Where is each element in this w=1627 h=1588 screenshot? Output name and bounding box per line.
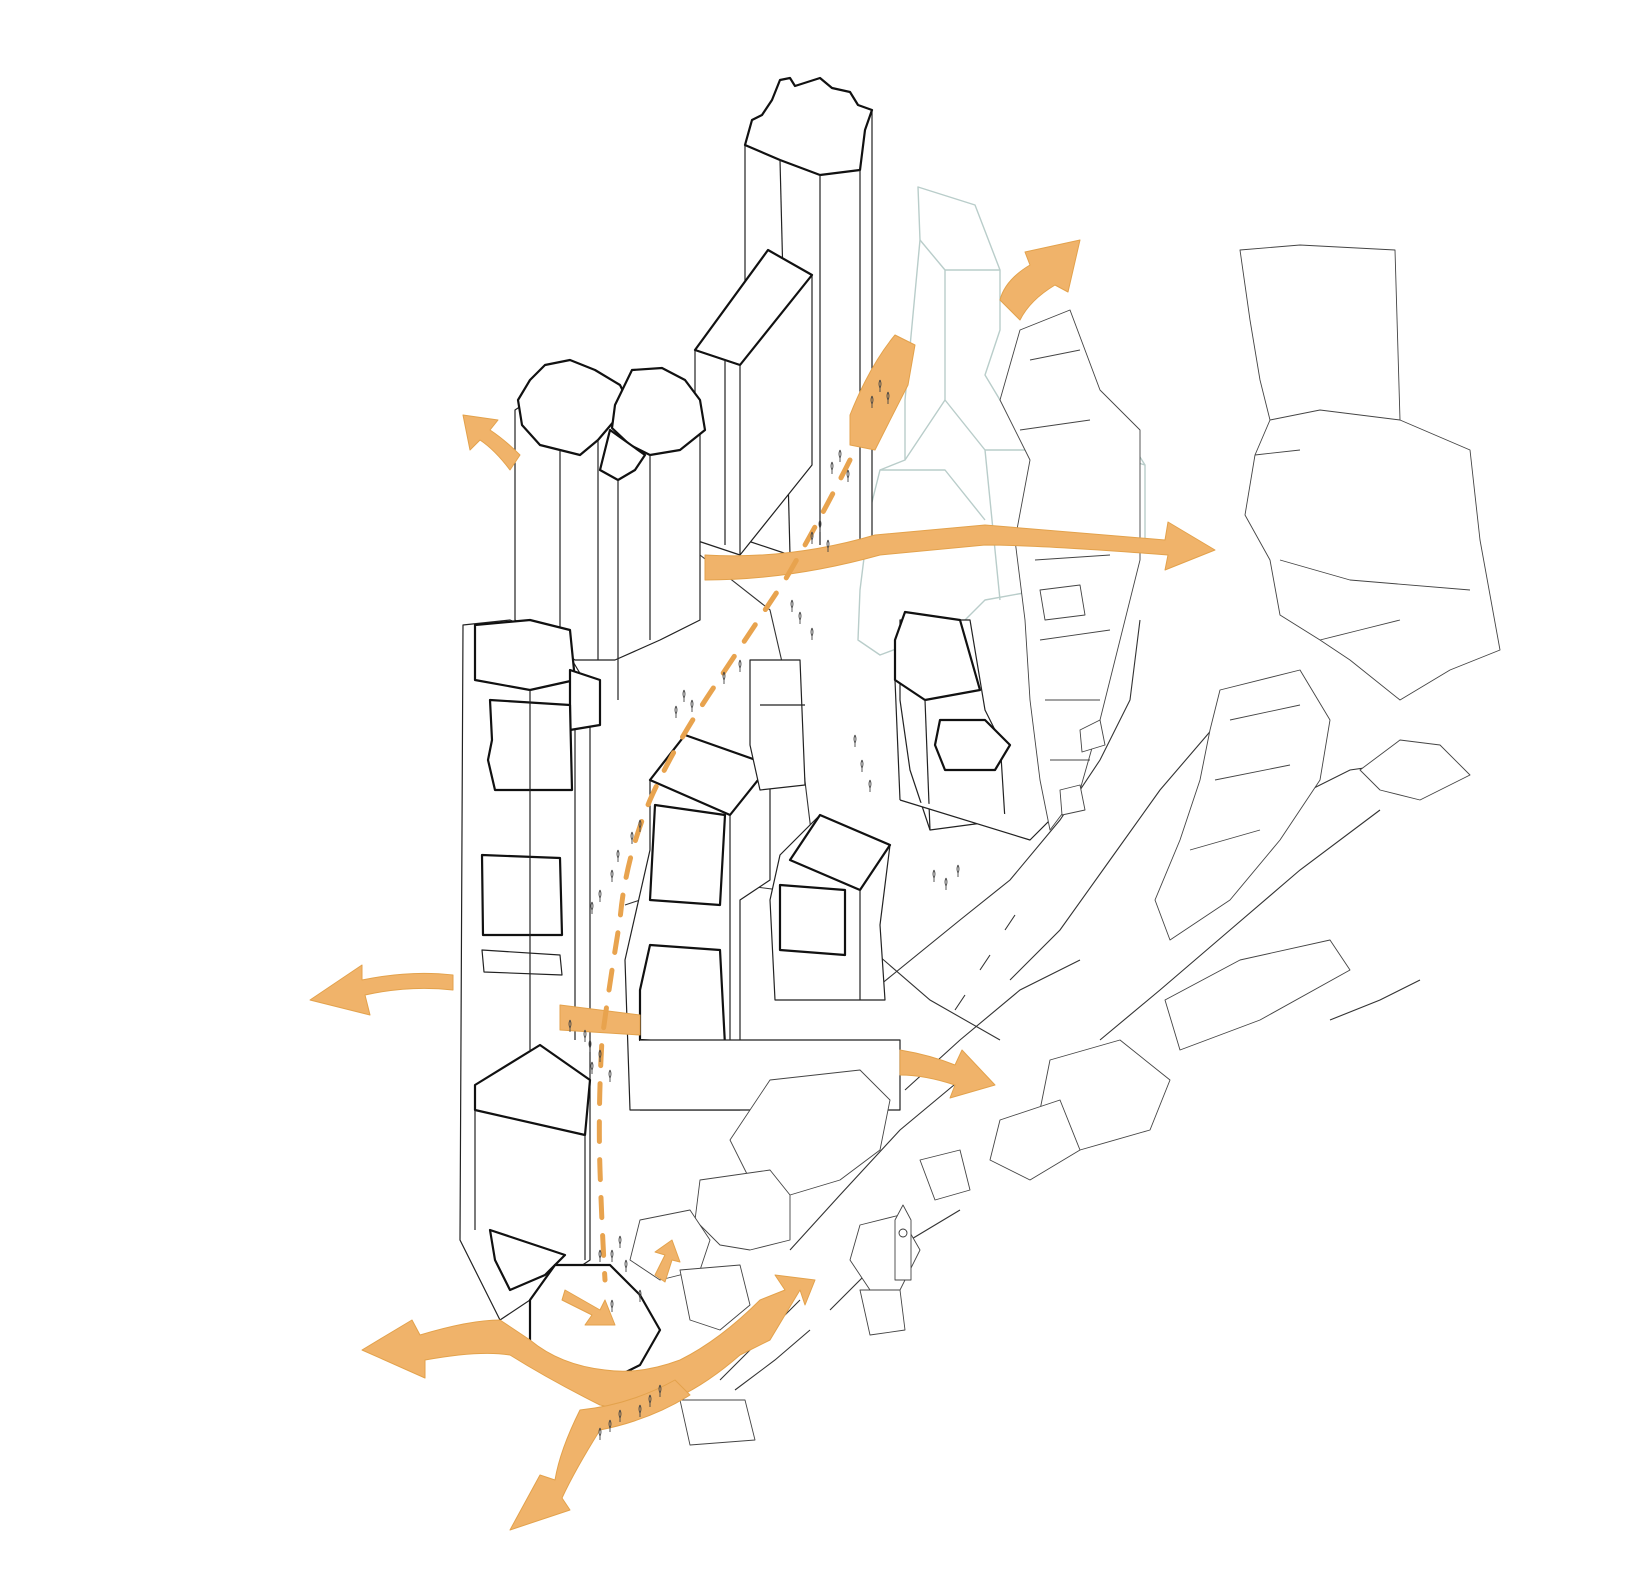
person-icon: [598, 1249, 602, 1262]
person-icon: [590, 901, 594, 914]
person-icon: [682, 689, 686, 702]
east-pair-towers: [893, 610, 1051, 841]
person-icon: [618, 1235, 622, 1248]
arrow-plaza-up: [654, 1239, 681, 1283]
person-icon: [610, 1249, 614, 1262]
person-icon: [818, 519, 822, 532]
person-icon: [853, 734, 857, 747]
street-lines: [624, 554, 1421, 1391]
person-icon: [810, 531, 814, 544]
slab-tower: [693, 248, 814, 556]
person-icon: [583, 1029, 587, 1042]
person-icon: [878, 379, 882, 392]
person-icon: [846, 469, 850, 482]
person-icon: [810, 627, 814, 640]
person-icon: [690, 699, 694, 712]
person-icon: [738, 659, 742, 672]
arrow-cross-link: [559, 1004, 641, 1036]
arrow-east-upper: [704, 521, 1216, 581]
person-icon: [630, 831, 634, 844]
twin-towers: [514, 358, 707, 700]
arrow-north-west: [462, 414, 521, 471]
person-icon: [956, 864, 960, 877]
person-icon: [868, 779, 872, 792]
person-icon: [616, 849, 620, 862]
person-icon: [608, 1419, 612, 1432]
west-block-terrace: [459, 618, 602, 1321]
east-strip-buildings: [999, 309, 1141, 831]
person-icon: [826, 539, 830, 552]
person-icon: [860, 759, 864, 772]
person-icon: [590, 1061, 594, 1074]
person-icon: [838, 449, 842, 462]
movement-arrows: [309, 239, 1216, 1531]
person-icon: [798, 611, 802, 624]
person-icon: [588, 1039, 592, 1052]
person-icon: [674, 705, 678, 718]
person-icon: [932, 869, 936, 882]
person-icon: [886, 391, 890, 404]
person-icon: [610, 1299, 614, 1312]
arrow-north-east: [999, 239, 1081, 321]
person-icon: [870, 395, 874, 408]
person-icon: [658, 1384, 662, 1397]
person-icon: [598, 889, 602, 902]
arrow-plaza-inner: [561, 1289, 616, 1326]
person-icon: [608, 1069, 612, 1082]
person-icon: [638, 1404, 642, 1417]
person-icon: [598, 1427, 602, 1440]
person-icon: [722, 671, 726, 684]
person-icon: [624, 1259, 628, 1272]
far-east-buildings: [989, 244, 1501, 1181]
pedestrian-route: [596, 457, 853, 1283]
person-icon: [638, 1289, 642, 1302]
clock-tower-icon: [894, 1204, 912, 1281]
arrow-north-centre: [849, 334, 916, 451]
person-icon: [648, 1394, 652, 1407]
person-icon: [830, 461, 834, 474]
person-icon: [790, 599, 794, 612]
person-icon: [610, 869, 614, 882]
arrow-east-mid: [899, 1049, 996, 1099]
person-icon: [568, 1019, 572, 1032]
person-icon: [944, 877, 948, 890]
arrow-west-mid: [309, 964, 454, 1016]
south-cluster: [528, 1069, 971, 1446]
person-icon: [598, 1049, 602, 1062]
arrow-south-west: [509, 1379, 691, 1531]
person-figures: [568, 379, 960, 1440]
central-block-pair: [624, 733, 772, 1111]
person-icon: [638, 819, 642, 832]
person-icon: [618, 1409, 622, 1422]
